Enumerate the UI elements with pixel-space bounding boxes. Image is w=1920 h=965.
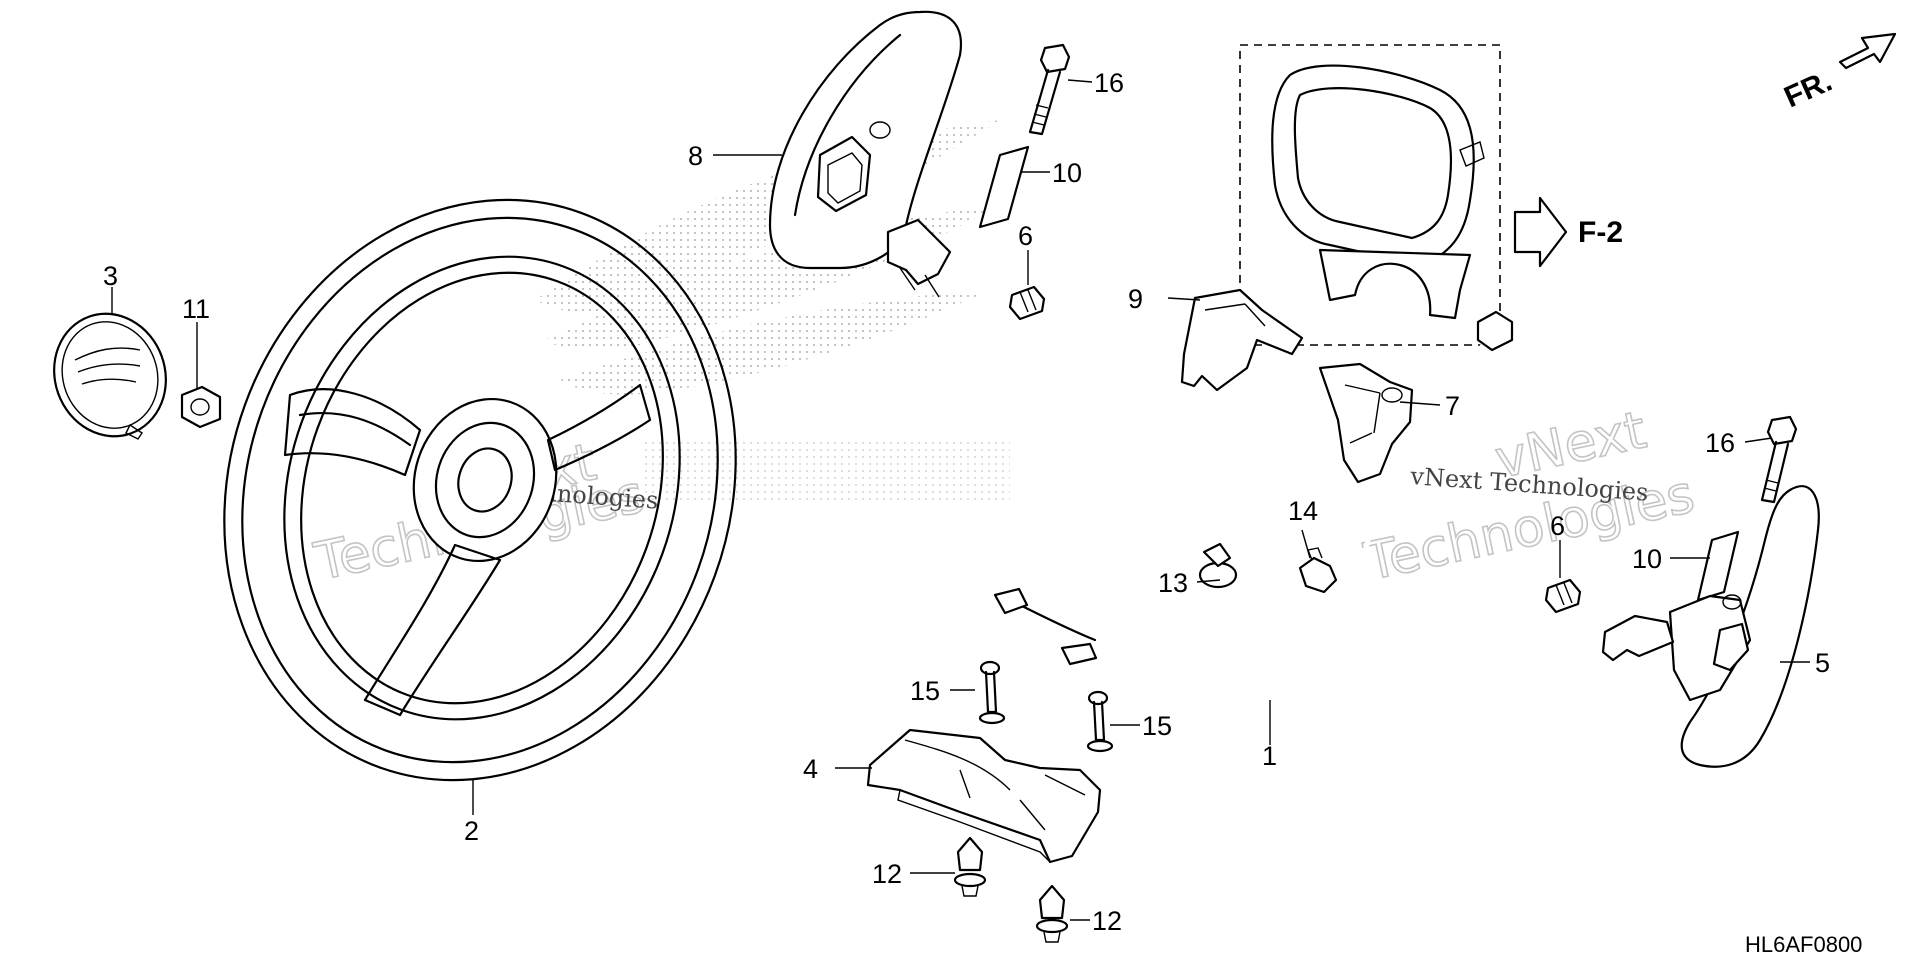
part-steering-wheel[interactable] — [144, 127, 816, 852]
callout-6-upper: 6 — [1018, 221, 1033, 251]
callout-12-left: 12 — [872, 859, 902, 889]
callout-10-upper: 10 — [1052, 158, 1082, 188]
callout-15-left: 15 — [910, 676, 940, 706]
drawing-code: HL6AF0800 — [1745, 932, 1862, 957]
orientation-label: FR. — [1779, 65, 1837, 115]
callout-16-upper: 16 — [1094, 68, 1124, 98]
callout-5: 5 — [1815, 648, 1830, 678]
part-rivet-right[interactable] — [1035, 884, 1069, 943]
part-clip-lower[interactable] — [1544, 578, 1582, 614]
part-collar-upper[interactable] — [978, 145, 1030, 229]
part-wire-harness[interactable] — [993, 310, 1514, 696]
callout-2: 2 — [464, 816, 479, 846]
part-band-clip[interactable] — [1198, 542, 1238, 589]
part-left-paddle-switch[interactable] — [768, 10, 963, 298]
front-arrow-icon — [1838, 32, 1897, 70]
callout-9: 9 — [1128, 284, 1143, 314]
callout-7: 7 — [1445, 391, 1460, 421]
part-bolt-lower[interactable] — [1760, 415, 1798, 504]
reference-label: F-2 — [1578, 216, 1623, 249]
callout-8: 8 — [688, 141, 703, 171]
part-screw-right[interactable] — [1086, 690, 1114, 753]
callouts: 1 2 3 4 5 6 6 7 8 9 10 10 11 12 12 13 14… — [103, 68, 1830, 936]
part-nut[interactable] — [180, 385, 222, 429]
callout-3: 3 — [103, 261, 118, 291]
callout-4: 4 — [803, 754, 818, 784]
orientation-indicator: FR. — [1779, 32, 1897, 115]
callout-12-right: 12 — [1092, 906, 1122, 936]
callout-6-lower: 6 — [1550, 511, 1565, 541]
callout-10-lower: 10 — [1632, 544, 1662, 574]
callout-11: 11 — [182, 294, 210, 324]
part-emblem-cap[interactable] — [37, 298, 183, 452]
callout-13: 13 — [1158, 568, 1188, 598]
callout-1: 1 — [1262, 741, 1277, 771]
callout-15-right: 15 — [1142, 711, 1172, 741]
part-clip-upper[interactable] — [1008, 285, 1046, 321]
part-collar-lower[interactable] — [1696, 530, 1740, 602]
reference-arrow: F-2 — [1513, 196, 1623, 268]
part-switch-housing-left[interactable] — [1180, 288, 1304, 392]
part-screw-left[interactable] — [978, 660, 1006, 725]
callout-14: 14 — [1288, 496, 1318, 526]
callout-16-lower: 16 — [1705, 428, 1735, 458]
part-right-paddle-switch[interactable] — [1601, 485, 1820, 768]
leader-lines — [111, 79, 1810, 921]
part-mounting-bracket[interactable] — [866, 728, 1102, 864]
part-rivet-left[interactable] — [953, 836, 987, 897]
part-meter-assembly[interactable] — [1239, 44, 1501, 346]
reference-arrow-icon — [1513, 196, 1568, 268]
part-bolt-upper[interactable] — [1028, 43, 1071, 136]
part-switch-housing-right[interactable] — [1318, 362, 1414, 484]
part-clamp[interactable] — [1298, 547, 1338, 594]
